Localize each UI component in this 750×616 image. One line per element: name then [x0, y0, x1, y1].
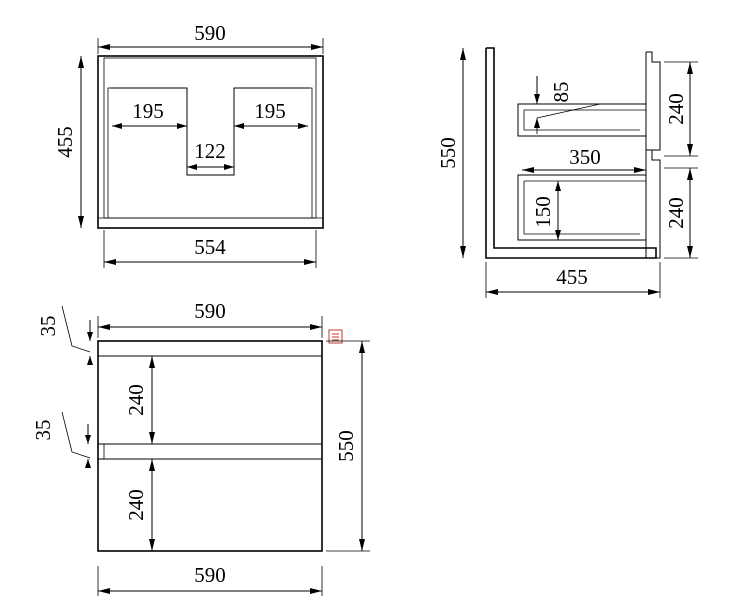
front-upper-drawer-height-label: 240: [124, 384, 148, 416]
front-lower-drawer-height-label: 240: [124, 489, 148, 521]
top-view-outline: [97, 55, 324, 229]
top-view: 195 195 122 590 455 554: [53, 21, 324, 268]
top-view-inner-outline: [103, 57, 317, 219]
picture-icon: [328, 329, 343, 344]
top-inner-width-label: 554: [194, 235, 226, 259]
front-lower-gap-label: 35: [31, 420, 55, 441]
side-view-back-panel: [485, 47, 657, 259]
side-view-lower-drawer: [517, 174, 646, 241]
front-view: 590 35 35 240 240: [31, 299, 370, 596]
top-right-cutout-label: 195: [254, 99, 286, 123]
front-view-outline: [97, 340, 323, 552]
top-width-label: 590: [194, 21, 226, 45]
side-upper-recess-label: 85: [549, 82, 573, 103]
front-bottom-width-label: 590: [194, 563, 226, 587]
side-lower-recess-label: 150: [531, 196, 555, 228]
side-height-label: 550: [436, 137, 460, 169]
front-top-width-label: 590: [194, 299, 226, 323]
side-upper-drawer-height-label: 240: [664, 93, 688, 125]
top-depth-label: 455: [53, 126, 77, 158]
top-left-cutout-label: 195: [132, 99, 164, 123]
side-view-upper-front: [645, 51, 661, 151]
front-upper-gap-label: 35: [36, 316, 60, 337]
side-view-lower-front: [645, 149, 661, 259]
side-drawer-depth-label: 350: [569, 145, 601, 169]
front-height-label: 550: [334, 430, 358, 462]
side-view-upper-drawer: [517, 103, 646, 137]
side-view: 85 350 150 550 240 240 455: [436, 47, 698, 298]
side-lower-drawer-height-label: 240: [664, 197, 688, 229]
top-view-cutout: [110, 87, 310, 176]
top-center-gap-label: 122: [194, 139, 226, 163]
side-depth-label: 455: [556, 265, 588, 289]
